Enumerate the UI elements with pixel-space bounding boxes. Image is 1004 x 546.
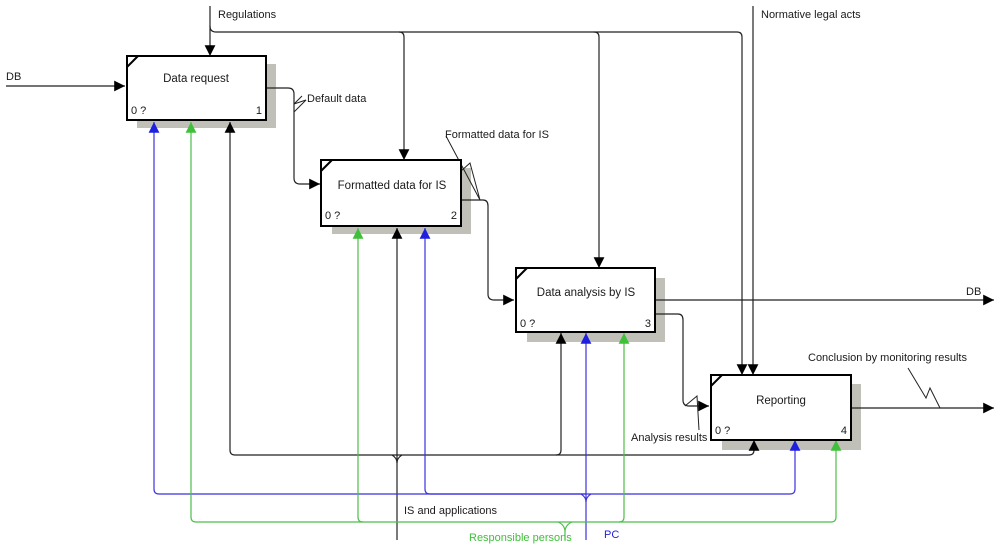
arrow-responsible-to-box4 (619, 440, 842, 523)
label-formatted-data: Formatted data for IS (445, 129, 549, 141)
arrow-regulations-to-box3 (593, 31, 605, 268)
label-analysis-results: Analysis results (631, 432, 708, 444)
arrow-pc-to-box2 (419, 228, 586, 495)
pc-junction (580, 493, 592, 503)
box-data-request[interactable]: Data request 0 ? 1 (126, 55, 267, 121)
label-conclusion: Conclusion by monitoring results (808, 352, 967, 364)
arrow-analysis-results (655, 313, 709, 412)
arrow-is-apps-to-box1 (224, 122, 397, 456)
box-reporting[interactable]: Reporting 0 ? 4 (710, 374, 852, 441)
box-1-node: 0 ? (131, 105, 146, 117)
arrow-regulations-branch (209, 25, 748, 375)
responsible-junction (557, 521, 573, 540)
label-is-applications: IS and applications (404, 505, 497, 517)
arrow-default-data (266, 87, 320, 190)
box-formatted-data[interactable]: Formatted data for IS 0 ? 2 (320, 159, 462, 227)
formatted-data-squiggle (445, 135, 481, 201)
box-4-node: 0 ? (715, 425, 730, 437)
label-responsible-persons: Responsible persons (469, 532, 572, 544)
label-normative-legal-acts: Normative legal acts (761, 9, 861, 21)
arrow-is-apps-to-box4 (556, 440, 760, 456)
label-input-db: DB (6, 71, 21, 83)
box-4-title: Reporting (756, 395, 806, 407)
arrow-regulations-to-box2 (398, 31, 410, 160)
box-2-title: Formatted data for IS (338, 180, 447, 192)
box-1-number: 1 (256, 105, 262, 117)
box-data-analysis[interactable]: Data analysis by IS 0 ? 3 (515, 267, 656, 333)
box-2-number: 2 (451, 210, 457, 222)
conclusion-squiggle (907, 367, 941, 409)
box-1-title: Data request (163, 73, 230, 85)
label-output-db: DB (966, 286, 981, 298)
box-3-number: 3 (645, 318, 651, 330)
box-3-node: 0 ? (520, 318, 535, 330)
label-default-data: Default data (307, 93, 367, 105)
analysis-results-squiggle (684, 394, 700, 431)
arrow-responsible-to-box1 (185, 122, 565, 523)
label-regulations: Regulations (218, 9, 277, 21)
arrow-formatted-data (461, 199, 514, 306)
arrow-is-apps-to-box3 (397, 333, 567, 456)
box-3-title: Data analysis by IS (537, 287, 636, 299)
box-2-node: 0 ? (325, 210, 340, 222)
is-apps-junction (391, 454, 403, 464)
default-data-squiggle (293, 95, 307, 113)
arrow-responsible-to-box2 (352, 228, 364, 523)
label-pc: PC (604, 529, 619, 541)
box-4-number: 4 (841, 425, 847, 437)
arrow-pc-to-box1 (148, 122, 586, 495)
arrow-pc-to-box4 (586, 440, 801, 495)
